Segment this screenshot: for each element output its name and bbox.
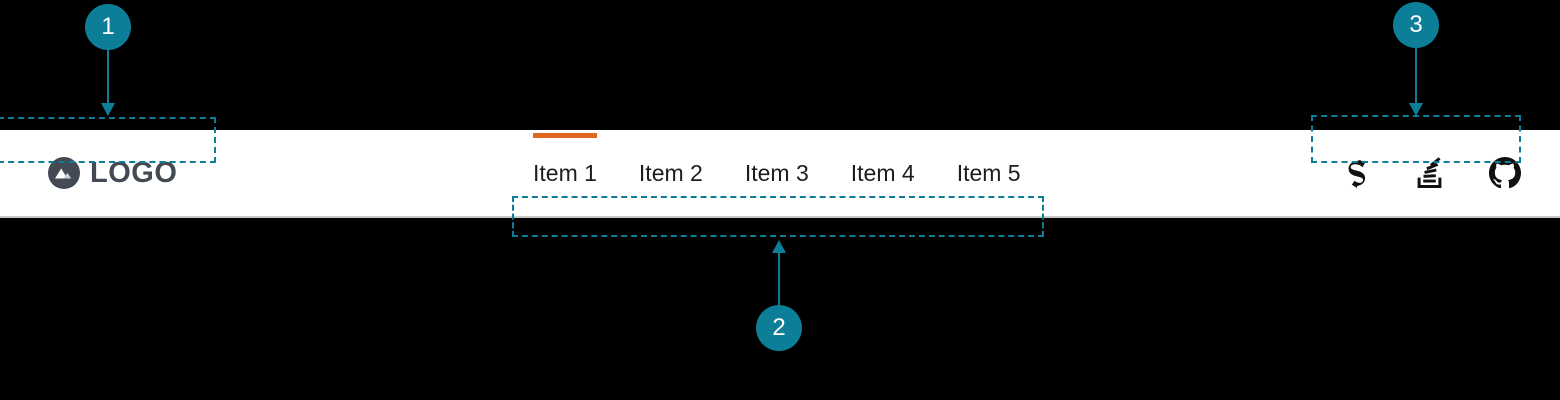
sitepoint-s-icon [1344,158,1370,188]
annotation-1-leader-line [107,45,109,107]
nav-item-2-label: Item 2 [638,159,703,186]
nav-item-2[interactable]: Item 2 [618,130,724,216]
active-indicator-bar [533,133,597,138]
github-icon [1489,157,1521,189]
nav-item-1-label: Item 1 [533,159,597,186]
primary-navigation: Item 1 Item 2 Item 3 Item 4 Item 5 [512,130,1042,216]
nav-item-4-label: Item 4 [850,159,915,186]
stack-overflow-icon [1416,157,1446,189]
nav-item-5[interactable]: Item 5 [936,130,1042,216]
nav-item-5-label: Item 5 [956,159,1021,186]
nav-item-3-label: Item 3 [744,159,809,186]
mountain-circle-icon [48,157,80,189]
sitepoint-s-icon-link[interactable] [1341,157,1373,189]
annotation-marker-2[interactable]: 2 [756,305,802,351]
annotation-2-leader-line [778,250,780,312]
nav-item-4[interactable]: Item 4 [830,130,936,216]
annotation-2-arrowhead [772,240,786,253]
nav-item-3[interactable]: Item 3 [724,130,830,216]
annotation-1-arrowhead [101,103,115,116]
annotation-marker-3[interactable]: 3 [1393,2,1439,48]
annotation-3-arrowhead [1409,103,1423,116]
stack-overflow-icon-link[interactable] [1415,157,1447,189]
social-links [1341,130,1521,216]
navbar: LOGO Item 1 Item 2 Item 3 Item 4 Item 5 [0,130,1560,218]
annotation-3-leader-line [1415,45,1417,107]
brand-logo-link[interactable]: LOGO [48,130,177,216]
brand-label: LOGO [90,156,178,189]
annotation-marker-1[interactable]: 1 [85,4,131,50]
github-icon-link[interactable] [1489,157,1521,189]
nav-item-1[interactable]: Item 1 [512,130,618,216]
